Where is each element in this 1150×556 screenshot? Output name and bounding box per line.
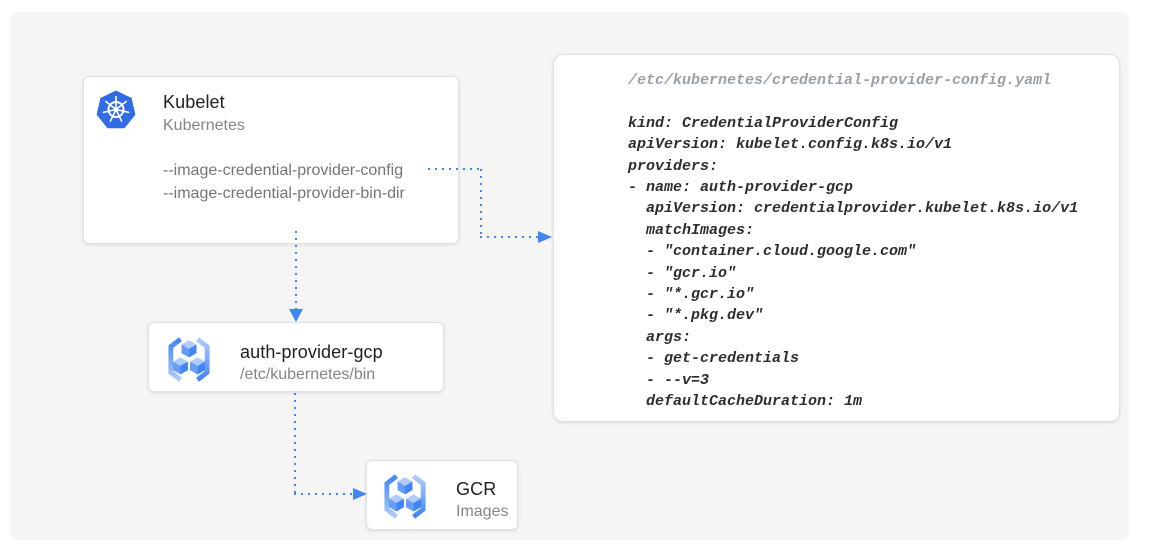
gcr-title: GCR [456,479,497,499]
kubelet-flag-bin-dir: --image-credential-provider-bin-dir [163,185,405,202]
auth-provider-subtitle: /etc/kubernetes/bin [240,366,376,383]
config-file-code: kind: CredentialProviderConfig apiVersio… [628,114,1079,411]
gcr-card-header: GCR Images [379,472,508,523]
auth-provider-card: auth-provider-gcp /etc/kubernetes/bin [148,322,444,392]
dotted-line-segment [480,169,482,237]
kubelet-subtitle: Kubernetes [163,117,245,134]
kubernetes-icon [96,90,136,131]
config-file-path: /etc/kubernetes/credential-provider-conf… [628,72,1052,89]
kubelet-flags: --image-credential-provider-config --ima… [163,159,405,205]
arrowhead-down-icon [289,309,303,322]
dotted-line-segment [294,393,296,493]
kubelet-card: Kubelet Kubernetes --image-credential-pr… [83,76,459,244]
kubelet-card-header: Kubelet Kubernetes [96,90,245,138]
kubelet-title: Kubelet [163,92,225,112]
auth-provider-card-header: auth-provider-gcp /etc/kubernetes/bin [163,335,383,386]
gcr-card: GCR Images [366,460,518,530]
arrowhead-right-icon [538,231,552,243]
auth-provider-title: auth-provider-gcp [240,342,383,362]
container-registry-icon [163,336,215,383]
diagram-canvas: Kubelet Kubernetes --image-credential-pr… [10,12,1129,540]
config-file-card: /etc/kubernetes/credential-provider-conf… [553,54,1120,422]
dotted-line-segment [428,168,482,170]
gcr-subtitle: Images [456,503,509,520]
container-registry-icon [379,473,431,520]
dotted-line-segment [294,493,354,495]
arrowhead-right-icon [353,488,367,500]
dotted-line-segment [480,236,538,238]
kubelet-flag-config: --image-credential-provider-config [163,162,404,179]
dotted-line-segment [295,231,297,310]
